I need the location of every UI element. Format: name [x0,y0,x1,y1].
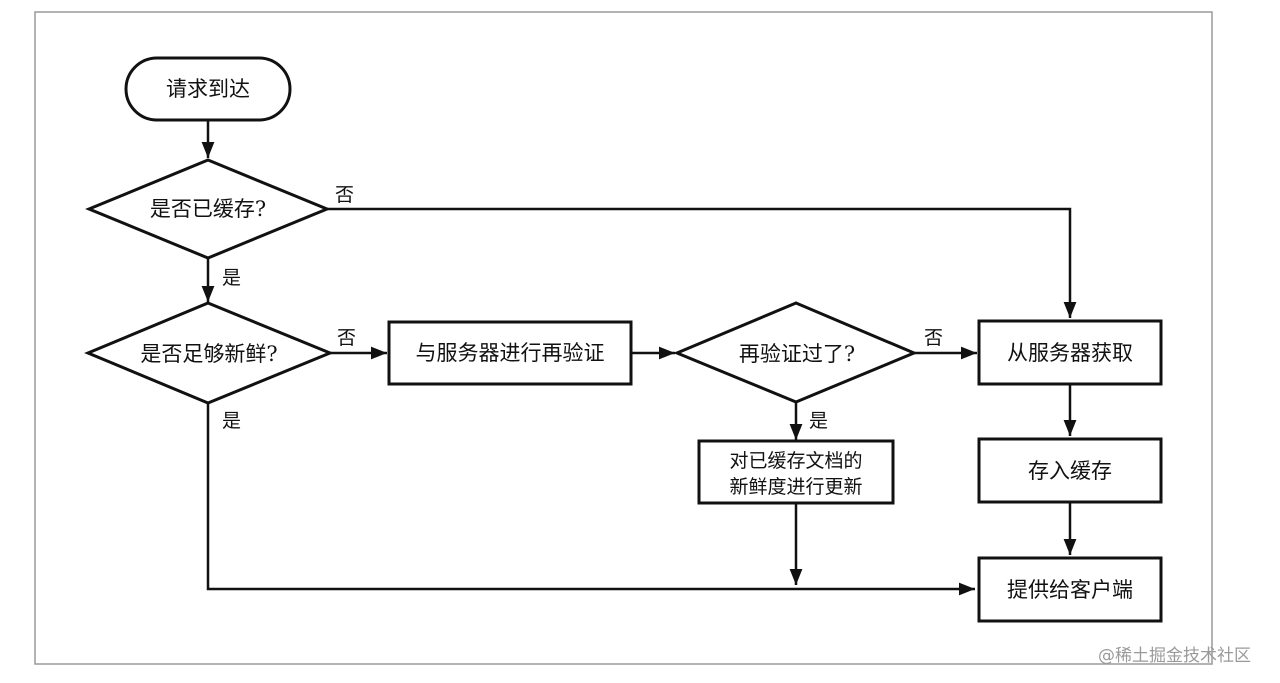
cached-diamond [85,158,331,260]
figure-frame [34,11,1213,665]
revalidated-label: 再验证过了? [739,342,855,366]
serve-label: 提供给客户端 [1007,578,1133,602]
edge-label-revalidated-no: 否 [924,327,943,349]
serve-box [977,556,1163,623]
node-revalidated-decision: 再验证过了? [673,301,918,404]
node-store: 存入缓存 [977,437,1163,504]
store-box [977,437,1163,504]
update-box [697,439,895,505]
edge-labels: 否 是 否 是 否 是 [222,184,943,432]
node-serve: 提供给客户端 [977,556,1163,623]
edge-label-cached-yes: 是 [222,267,241,289]
revalidated-diamond [673,301,918,404]
update-label-line1: 对已缓存文档的 [729,450,862,472]
node-cached-decision: 是否已缓存? [85,158,331,260]
start-terminal [124,56,292,122]
node-start: 请求到达 [124,56,292,122]
edge-fresh-yes [206,403,975,596]
revalidate-box [387,320,633,386]
edge-label-fresh-no: 否 [337,327,356,349]
update-label-line2: 新鲜度进行更新 [729,476,862,498]
node-update-freshness: 对已缓存文档的 新鲜度进行更新 [697,439,895,505]
node-fetch: 从服务器获取 [977,319,1163,386]
node-fresh-decision: 是否足够新鲜? [84,301,334,405]
edge-label-cached-no: 否 [335,184,354,206]
edges [201,120,1077,596]
edge-label-fresh-yes: 是 [222,410,241,432]
fresh-diamond [84,301,334,405]
store-label: 存入缓存 [1028,459,1112,483]
start-label: 请求到达 [166,77,250,101]
fresh-label: 是否足够新鲜? [140,342,277,366]
cached-label: 是否已缓存? [150,197,266,221]
fetch-label: 从服务器获取 [1007,341,1133,365]
revalidate-label: 与服务器进行再验证 [416,341,605,365]
edge-cached-no [327,207,1077,318]
watermark: @稀土掘金技术社区 [1098,646,1251,666]
fetch-box [977,319,1163,386]
node-revalidate: 与服务器进行再验证 [387,320,633,386]
edge-label-revalidated-yes: 是 [809,410,828,432]
